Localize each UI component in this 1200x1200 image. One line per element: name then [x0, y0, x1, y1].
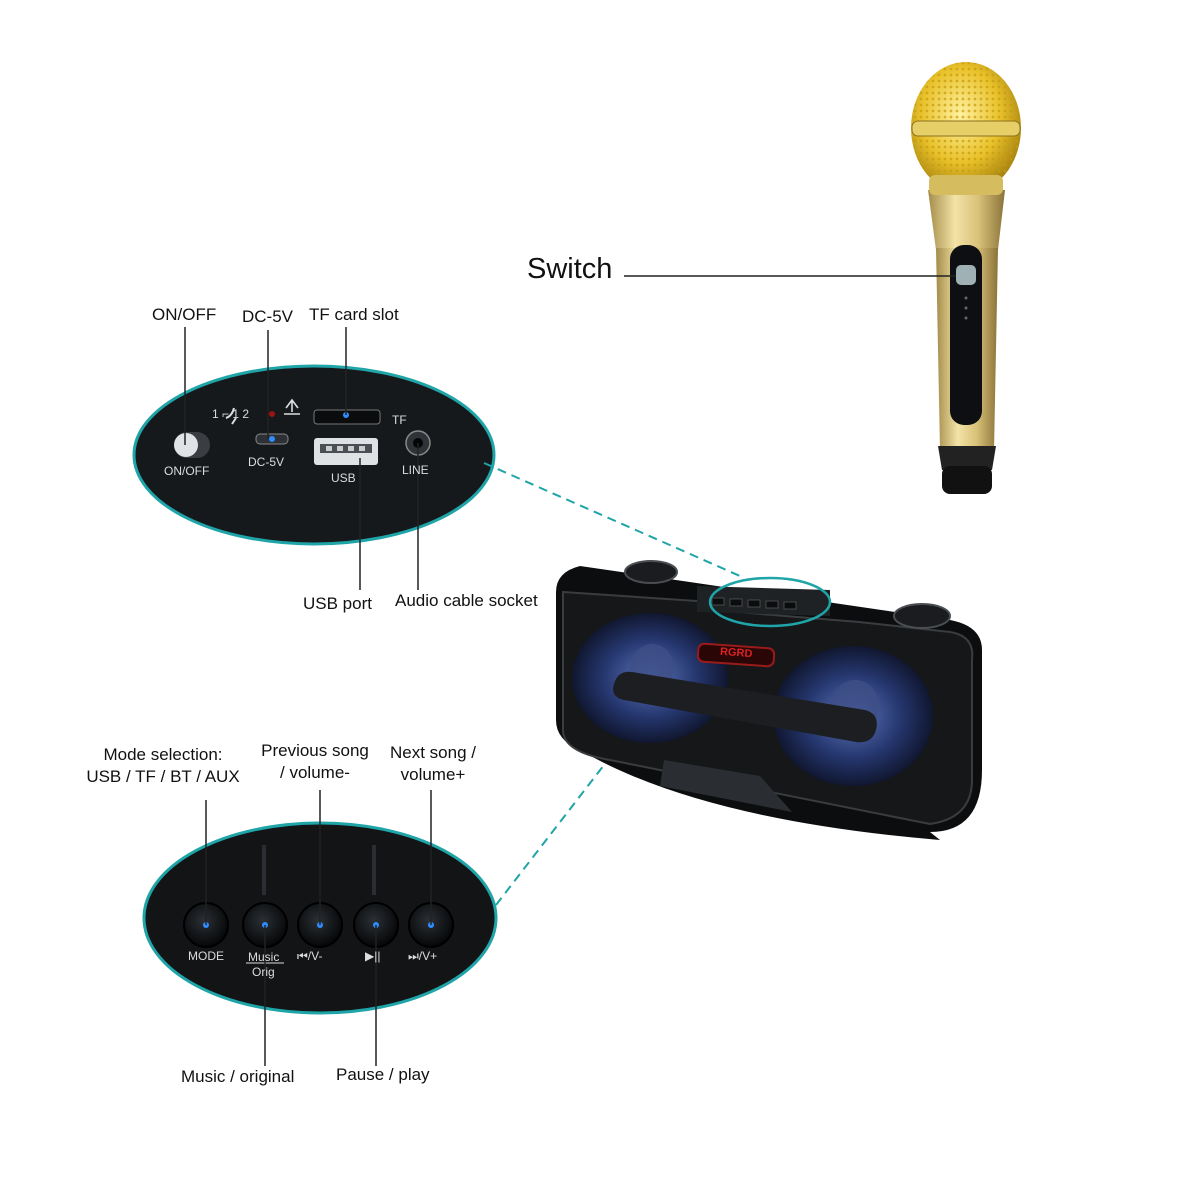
panel-music-text: Music [248, 950, 280, 964]
on-off-label: ON/OFF [152, 305, 217, 324]
next-song-line2: volume+ [400, 765, 466, 784]
panel-tf-text: TF [392, 413, 407, 427]
previous-song-label: Previous song / volume- [256, 740, 374, 784]
speaker [556, 560, 982, 840]
panel-prev-text: ⏮/V- [297, 949, 323, 963]
panel-dc-5v-text: DC-5V [248, 455, 285, 469]
microphone [911, 62, 1021, 494]
panel-on-off-text: ON/OFF [164, 464, 210, 478]
mode-selection-label: Mode selection: USB / TF / BT / AUX [80, 744, 246, 788]
dc-5v-label: DC-5V [242, 307, 294, 326]
switch-label: Switch [527, 253, 613, 285]
music-original-label: Music / original [181, 1067, 295, 1086]
mic-switch-icon[interactable] [956, 265, 976, 285]
pause-play-label: Pause / play [336, 1065, 430, 1084]
speaker-brand-text: RGRD [719, 645, 753, 661]
audio-cable-socket-label: Audio cable socket [395, 591, 538, 610]
usb-port-label: USB port [303, 594, 372, 613]
panel-icon-marks: 1 ⌐ 1 2 [212, 407, 250, 421]
next-song-label: Next song / volume+ [382, 742, 484, 786]
panel-play-text: ▶|| [365, 949, 381, 963]
next-song-line1: Next song / [390, 743, 476, 762]
light-icon [284, 398, 300, 415]
previous-song-line2: / volume- [280, 763, 350, 782]
mode-selection-line2: USB / TF / BT / AUX [86, 767, 240, 786]
previous-song-line1: Previous song [261, 741, 369, 760]
mic-plug-icon [225, 407, 237, 425]
panel-orig-text: Orig [252, 965, 275, 979]
tf-card-slot-label: TF card slot [309, 305, 399, 324]
port-panel [132, 364, 496, 546]
panel-usb-text: USB [331, 471, 356, 485]
panel-line-text: LINE [402, 463, 429, 477]
mode-selection-line1: Mode selection: [103, 745, 223, 764]
panel-next-text: ⏭/V+ [408, 949, 438, 963]
panel-mode-text: MODE [188, 949, 224, 963]
